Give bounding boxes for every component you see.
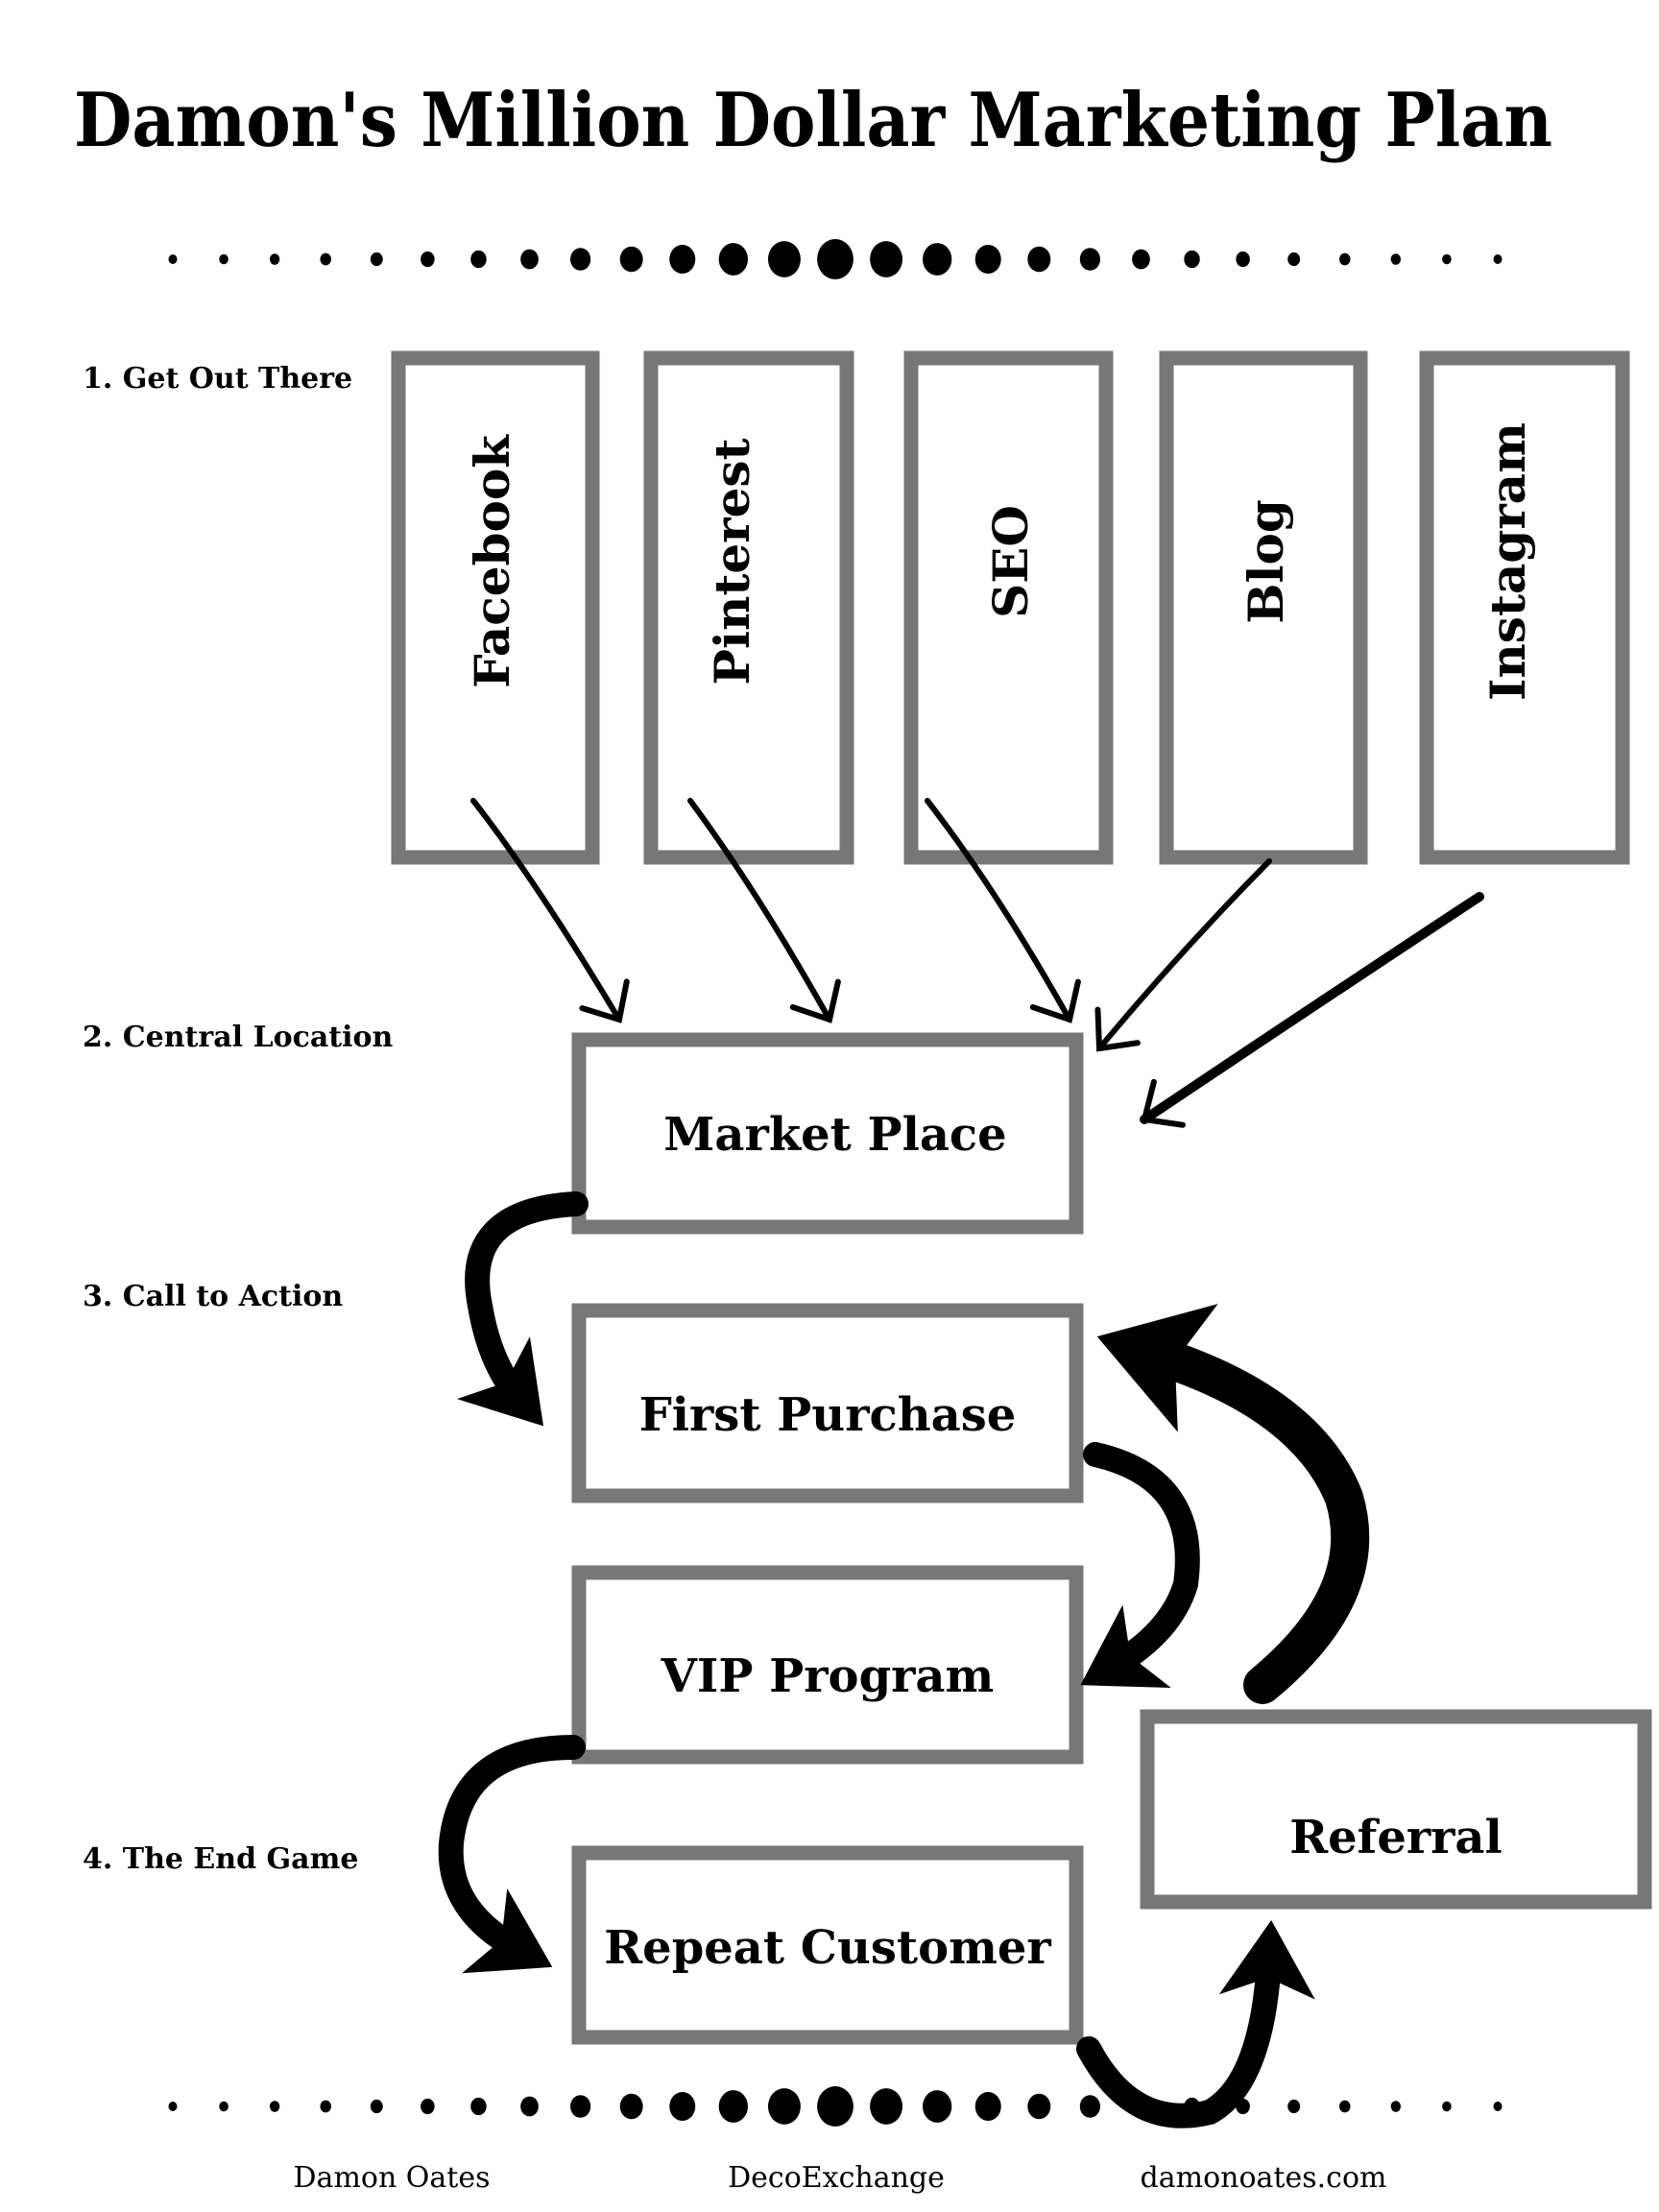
box-label: VIP Program: [661, 1649, 995, 1703]
channel-facebook: Facebook: [391, 350, 600, 865]
divider-dot: [669, 2092, 696, 2121]
divider-dot: [1027, 2093, 1051, 2120]
divider-dot: [1390, 253, 1402, 265]
channel-label: Facebook: [464, 434, 520, 688]
divider-dot: [1339, 252, 1351, 266]
divider-dot: [669, 245, 696, 274]
channel-pinterest: Pinterest: [643, 350, 854, 865]
footer-website: damonoates.com: [1141, 2161, 1387, 2195]
step-label-get-out-there: 1. Get Out There: [83, 362, 352, 396]
divider-dot: [1442, 253, 1452, 265]
divider-dot: [1079, 2095, 1100, 2118]
divider-dot: [470, 250, 487, 269]
divider-dot: [619, 2093, 643, 2120]
divider-dot: [1184, 250, 1200, 269]
channel-label: Instagram: [1479, 422, 1536, 701]
step-label-end-game: 4. The End Game: [83, 1842, 358, 1876]
divider-dot: [767, 241, 801, 277]
divider-dot: [570, 2095, 591, 2118]
page-title: Damon's Million Dollar Marketing Plan: [74, 77, 1552, 164]
box-label: Market Place: [663, 1108, 1006, 1162]
divider-dot: [767, 2088, 801, 2125]
arrow-facebook-to-market-icon: [470, 798, 630, 1023]
divider-dot: [168, 254, 178, 264]
divider-dot: [1493, 254, 1503, 264]
divider-dot: [1027, 246, 1051, 273]
arrow-instagram-to-market-icon: [1140, 892, 1484, 1128]
divider-dot: [1132, 249, 1150, 270]
divider-dot: [922, 2090, 952, 2123]
divider-dot: [1287, 2099, 1301, 2114]
arrow-pinterest-to-market-icon: [687, 798, 841, 1023]
box-label: First Purchase: [639, 1388, 1017, 1442]
box-vip-program: VIP Program: [571, 1565, 1084, 1765]
arrow-referral-to-first-purchase-icon: [1096, 1304, 1370, 1704]
divider-dot: [168, 2102, 178, 2111]
divider-dot: [870, 2088, 903, 2125]
channel-instagram: Instagram: [1419, 350, 1630, 865]
divider-dot: [1339, 2100, 1351, 2113]
arrow-repeat-to-referral-icon: [1076, 1920, 1315, 2128]
divider-dot: [269, 2101, 280, 2112]
divider-dot: [1390, 2101, 1402, 2112]
divider-dot: [718, 2090, 749, 2123]
divider-dot: [570, 248, 591, 271]
box-referral: Referral: [1140, 1709, 1652, 1910]
divider-dot: [219, 2101, 228, 2112]
box-repeat-customer: Repeat Customer: [571, 1845, 1084, 2045]
box-label: Repeat Customer: [604, 1921, 1051, 1975]
divider-dot: [320, 2100, 331, 2113]
step-label-central-location: 2. Central Location: [83, 1021, 394, 1054]
divider-dot: [619, 246, 643, 273]
divider-dot: [520, 249, 539, 270]
channel-label: Blog: [1238, 499, 1294, 624]
divider-dot: [1442, 2101, 1452, 2112]
divider-dot: [1079, 248, 1100, 271]
divider-dot: [370, 2099, 383, 2114]
arrow-market-to-first-purchase-icon: [457, 1191, 589, 1427]
channel-label: Pinterest: [704, 438, 760, 685]
channel-label: SEO: [982, 505, 1039, 618]
divider-dot: [470, 2097, 487, 2116]
box-first-purchase: First Purchase: [571, 1303, 1084, 1503]
step-label-call-to-action: 3. Call to Action: [83, 1280, 343, 1313]
channel-blog: Blog: [1159, 350, 1368, 865]
divider-dot: [817, 239, 854, 279]
divider-dot: [974, 245, 1001, 274]
channel-seo: SEO: [903, 350, 1114, 865]
arrow-seo-to-market-icon: [925, 798, 1081, 1023]
box-market-place: Market Place: [571, 1032, 1084, 1235]
divider-dot: [870, 241, 903, 277]
divider-dot: [370, 252, 383, 267]
divider-dot: [421, 2098, 435, 2115]
divider-dot: [320, 252, 331, 266]
divider-dot: [1236, 251, 1250, 268]
divider-dot: [520, 2096, 539, 2117]
arrow-blog-to-market-icon: [1094, 858, 1272, 1052]
divider-dot: [718, 243, 749, 276]
divider-dot: [1493, 2102, 1503, 2111]
divider-dot: [817, 2086, 854, 2127]
divider-dot: [1287, 252, 1301, 267]
divider-dot: [269, 253, 280, 265]
divider-dot: [421, 251, 435, 268]
divider-dot: [974, 2092, 1001, 2121]
arrow-vip-to-repeat-icon: [438, 1735, 586, 1974]
divider-dot: [922, 243, 952, 276]
dot-divider-bottom: [168, 2086, 1503, 2127]
arrow-first-purchase-to-vip-icon: [1080, 1442, 1200, 1689]
footer-brand: DecoExchange: [728, 2161, 945, 2195]
footer-author: Damon Oates: [294, 2161, 491, 2195]
box-label: Referral: [1289, 1811, 1503, 1864]
dot-divider-top: [168, 239, 1503, 279]
divider-dot: [219, 253, 228, 265]
